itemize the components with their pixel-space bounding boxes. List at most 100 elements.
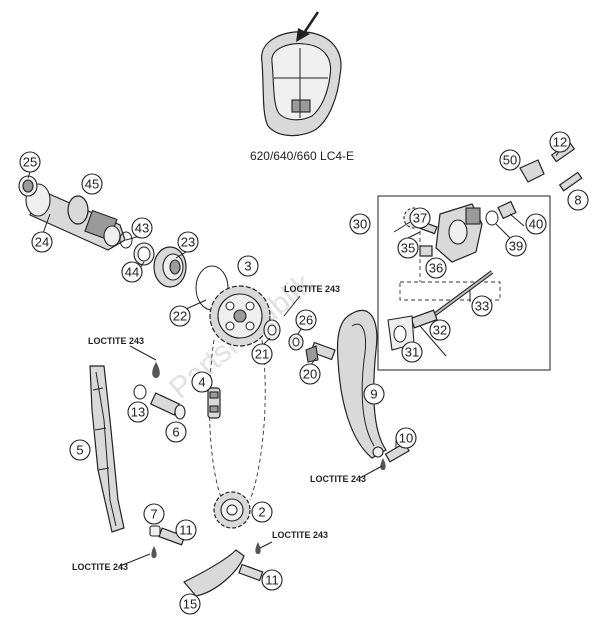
callout: 30 — [349, 213, 371, 235]
svg-text:36: 36 — [429, 261, 443, 276]
callout: 3 — [237, 255, 259, 277]
svg-text:4: 4 — [198, 375, 205, 390]
callout: 4 — [191, 371, 213, 393]
loctite-drop-icon — [380, 458, 386, 470]
plug — [497, 200, 517, 220]
pivot-bolt — [305, 341, 336, 363]
callout: 10 — [395, 427, 417, 449]
callout: 8 — [567, 189, 589, 211]
callout: 2 — [251, 501, 273, 523]
svg-text:11: 11 — [179, 523, 193, 538]
model-label: 620/640/660 LC4-E — [250, 149, 354, 163]
callout: 11 — [261, 569, 283, 591]
svg-text:43: 43 — [135, 221, 149, 236]
svg-text:2: 2 — [258, 505, 265, 520]
washer-small — [288, 333, 304, 351]
sealing-ring — [485, 210, 499, 226]
guide-bolt — [158, 527, 186, 546]
guide-pin — [149, 392, 186, 420]
callout: 26 — [295, 309, 317, 331]
holder-bolt — [238, 563, 264, 582]
callout: 31 — [401, 341, 423, 363]
pin — [149, 525, 161, 537]
svg-text:26: 26 — [299, 313, 313, 328]
callout: 50 — [499, 149, 521, 171]
cap-nut — [519, 159, 545, 183]
svg-text:40: 40 — [529, 217, 543, 232]
spring-nut — [419, 245, 433, 257]
callout: 35 — [397, 237, 419, 259]
svg-text:11: 11 — [265, 573, 279, 588]
svg-text:9: 9 — [370, 387, 377, 402]
svg-text:32: 32 — [433, 323, 447, 338]
svg-text:50: 50 — [503, 153, 517, 168]
svg-text:12: 12 — [553, 135, 567, 150]
callout: 7 — [143, 503, 165, 525]
svg-text:20: 20 — [303, 367, 317, 382]
callout: 37 — [409, 207, 431, 229]
loctite-label: LOCTITE 243 — [72, 562, 128, 572]
svg-text:8: 8 — [574, 193, 581, 208]
loctite-label: LOCTITE 243 — [310, 474, 366, 484]
svg-text:37: 37 — [413, 211, 427, 226]
callout: 9 — [363, 383, 385, 405]
svg-text:5: 5 — [76, 443, 83, 458]
callout: 39 — [505, 235, 527, 257]
callout: 22 — [169, 305, 191, 327]
callout: 23 — [177, 231, 199, 253]
svg-text:25: 25 — [23, 155, 37, 170]
washer — [263, 319, 281, 341]
chain-guide-rail — [89, 365, 125, 533]
callout: 20 — [299, 363, 321, 385]
callout: 21 — [251, 343, 273, 365]
long-bolt — [428, 270, 494, 320]
callout: 43 — [131, 217, 153, 239]
callout: 12 — [549, 131, 571, 153]
ball-bearing — [153, 246, 187, 288]
callout: 6 — [165, 421, 187, 443]
needle-bearing — [18, 175, 38, 197]
seal-ring — [133, 242, 155, 266]
svg-text:6: 6 — [172, 425, 179, 440]
chain-holder — [183, 549, 245, 597]
svg-text:31: 31 — [405, 345, 419, 360]
loctite-drop-icon — [152, 362, 160, 378]
callout: 36 — [425, 257, 447, 279]
loctite-label: LOCTITE 243 — [284, 284, 340, 294]
gasket — [387, 315, 415, 351]
camshaft — [25, 183, 126, 251]
callout: 11 — [175, 519, 197, 541]
callout: 15 — [179, 593, 201, 615]
callout: 45 — [81, 173, 103, 195]
crank-sprocket — [213, 491, 251, 529]
callouts: 25 45 24 43 44 23 22 3 21 26 20 4 13 6 5… — [19, 131, 589, 615]
svg-text:44: 44 — [125, 265, 139, 280]
screw-small — [558, 171, 583, 192]
svg-text:15: 15 — [183, 597, 197, 612]
svg-text:39: 39 — [509, 239, 523, 254]
svg-text:21: 21 — [255, 347, 269, 362]
loctite-label: LOCTITE 243 — [88, 336, 144, 346]
svg-text:45: 45 — [85, 177, 99, 192]
cam-sprocket — [209, 285, 271, 347]
svg-text:3: 3 — [244, 259, 251, 274]
callout: 5 — [69, 439, 91, 461]
circlip — [119, 231, 133, 249]
chain-tensioner — [435, 203, 483, 263]
callout: 24 — [31, 231, 53, 253]
loctite-drop-icon — [151, 546, 157, 558]
callout: 13 — [127, 401, 149, 423]
arrow-down-icon — [296, 11, 320, 42]
callout: 40 — [525, 213, 547, 235]
svg-text:30: 30 — [353, 217, 367, 232]
svg-text:10: 10 — [399, 431, 413, 446]
callout: 44 — [121, 261, 143, 283]
callout: 25 — [19, 151, 41, 173]
loctite-drop-icon — [255, 542, 261, 554]
cylinder-head-inset — [261, 31, 342, 137]
loctite-label: LOCTITE 243 — [272, 530, 328, 540]
svg-text:22: 22 — [173, 309, 187, 324]
tensioner-rail — [336, 309, 387, 459]
oring — [133, 384, 147, 400]
